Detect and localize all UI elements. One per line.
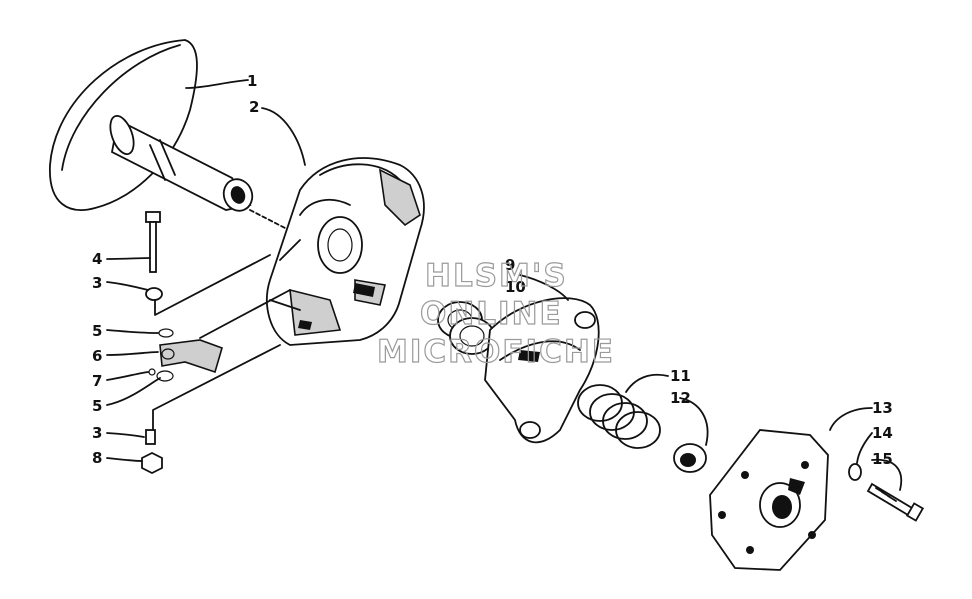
part-2-housing (249, 157, 425, 346)
part-14-washer (848, 463, 862, 481)
part-10-cam (484, 297, 600, 444)
callout-2: 2 (249, 98, 259, 116)
part-7-pin (148, 368, 156, 376)
watermark: HLSM'S ONLINE MICROFICHE (376, 257, 615, 370)
callout-5-bottom: 5 (92, 397, 102, 415)
callout-12: 12 (670, 389, 691, 407)
part-8-nut (141, 451, 163, 475)
callout-15: 15 (872, 450, 893, 468)
callout-14: 14 (872, 424, 893, 442)
part-15-bolt (866, 482, 925, 522)
part-5-washer-top (158, 328, 174, 338)
part-12-bushing (673, 443, 707, 473)
leader-lines (106, 79, 903, 491)
callout-4: 4 (92, 250, 102, 268)
callout-8: 8 (92, 449, 102, 467)
part-11-spring (577, 384, 661, 449)
callout-13: 13 (872, 399, 893, 417)
watermark-line-2: ONLINE (420, 296, 563, 332)
callout-1: 1 (247, 72, 257, 90)
part-6-arm (159, 339, 223, 374)
watermark-line-1: HLSM'S (425, 258, 568, 294)
part-3-pin-bottom (145, 429, 156, 445)
callout-3-bottom: 3 (92, 424, 102, 442)
part-3-nut-top (145, 287, 163, 301)
watermark-line-3: MICROFICHE (377, 334, 615, 370)
leader-lines-left (152, 254, 291, 431)
callout-9: 9 (505, 256, 515, 274)
callout-11: 11 (670, 367, 691, 385)
callout-6: 6 (92, 347, 102, 365)
part-13-cover (709, 429, 829, 571)
callout-3-top: 3 (92, 274, 102, 292)
part-5-washer-bottom (156, 370, 174, 382)
callout-5-top: 5 (92, 322, 102, 340)
callout-labels: 1 2 4 3 5 6 7 5 3 8 9 10 11 12 13 14 15 (92, 72, 893, 468)
part-4-bolt (145, 211, 161, 273)
callout-10: 10 (505, 278, 526, 296)
callout-7: 7 (92, 372, 102, 390)
part-1-sheave (49, 39, 254, 212)
